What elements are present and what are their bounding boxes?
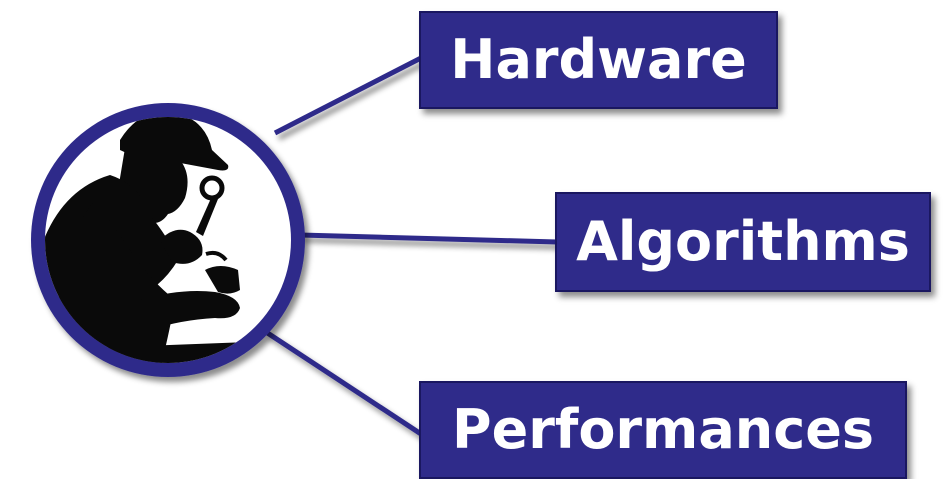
connectors	[264, 55, 558, 437]
connector-algorithms	[299, 232, 558, 245]
node-algorithms-label: Algorithms	[576, 210, 910, 273]
node-hardware-label: Hardware	[450, 28, 747, 91]
node-algorithms: Algorithms	[555, 192, 931, 292]
connector-hardware	[273, 55, 423, 136]
center-node	[31, 103, 305, 377]
node-performances: Performances	[419, 381, 907, 479]
node-hardware: Hardware	[419, 11, 778, 109]
node-performances-label: Performances	[452, 398, 874, 461]
connector-performances	[264, 329, 423, 437]
